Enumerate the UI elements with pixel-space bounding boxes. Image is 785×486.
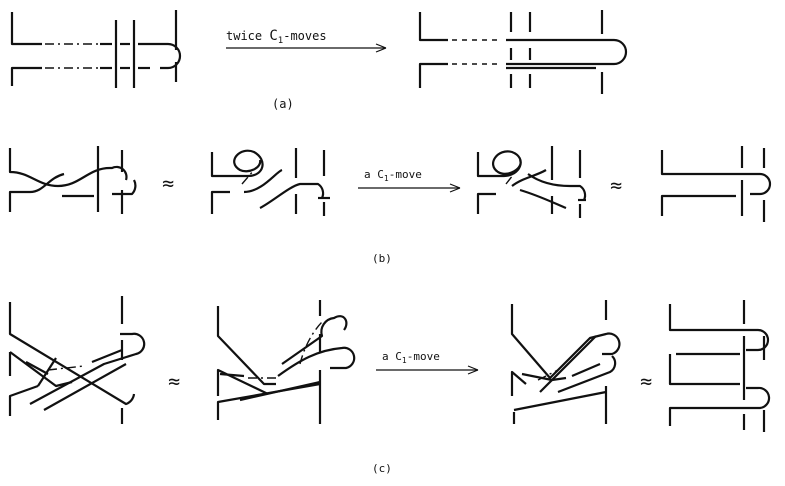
tangle-c-2 xyxy=(216,300,356,424)
arrow-c-label: a C1-move xyxy=(382,350,440,365)
arrow-a-label: twice C1-moves xyxy=(226,28,327,46)
tangle-b-4 xyxy=(660,146,772,222)
equiv-c-2: ≈ xyxy=(640,369,652,393)
caption-a: (a) xyxy=(272,97,294,111)
tangle-c-4 xyxy=(668,300,771,432)
arrow-b-label: a C1-move xyxy=(364,168,422,183)
equiv-c-1: ≈ xyxy=(168,369,180,393)
arrow-b: a C1-move xyxy=(358,168,461,193)
equiv-b-1: ≈ xyxy=(162,171,174,195)
row-b: ≈ a C1-move xyxy=(8,146,772,265)
row-a: twice C1-moves (a) xyxy=(10,10,628,111)
arrow-a: twice C1-moves xyxy=(226,28,387,53)
tangle-c-1 xyxy=(8,296,146,424)
caption-b: (b) xyxy=(372,252,392,265)
tangle-a-before xyxy=(10,10,182,88)
tangle-a-after xyxy=(418,10,628,94)
tangle-b-3 xyxy=(476,146,587,218)
caption-c: (c) xyxy=(372,462,392,475)
tangle-b-2 xyxy=(210,148,330,216)
equiv-b-2: ≈ xyxy=(610,173,622,197)
tangle-c-3 xyxy=(510,300,621,424)
tangle-b-1 xyxy=(8,146,137,214)
row-c: ≈ a C1-move xyxy=(8,296,771,475)
arrow-c: a C1-move xyxy=(376,350,479,375)
